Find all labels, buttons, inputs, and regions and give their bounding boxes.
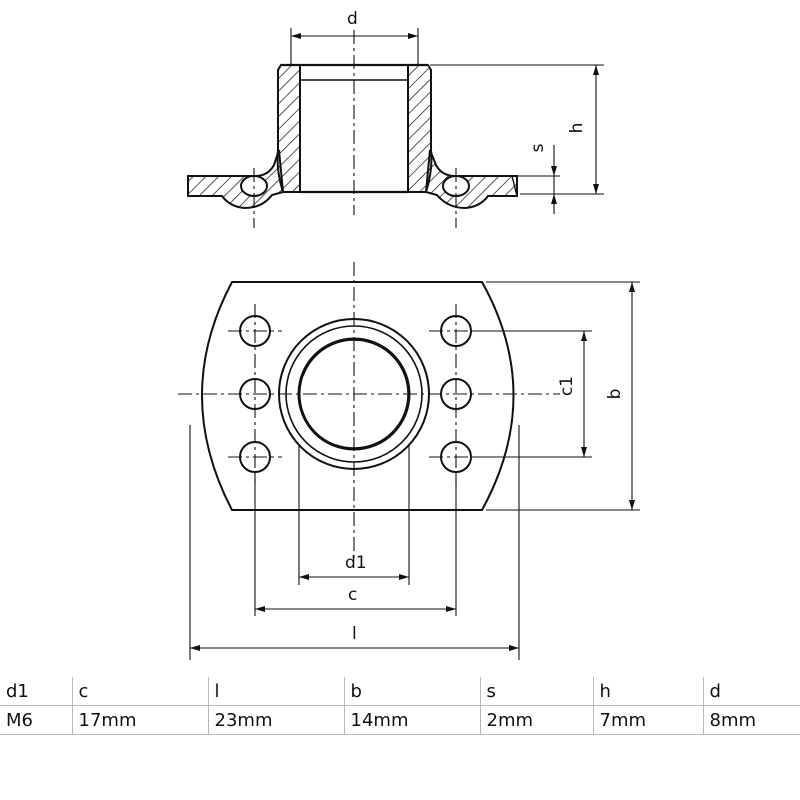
- label-d1: d1: [345, 553, 367, 573]
- value-d1: M6: [0, 705, 73, 735]
- top-centerlines: [178, 262, 560, 560]
- header-c: c: [71, 677, 209, 706]
- dimension-s: [518, 145, 560, 214]
- dimension-c: [254, 472, 457, 616]
- label-d: d: [347, 9, 358, 29]
- header-d: d: [702, 677, 800, 706]
- value-b: 14mm: [343, 705, 481, 735]
- left-flange-section: [187, 149, 285, 210]
- value-c: 17mm: [71, 705, 209, 735]
- top-view: [201, 281, 515, 511]
- header-l: l: [207, 677, 345, 706]
- dimension-b: [486, 281, 640, 511]
- header-d1: d1: [0, 677, 73, 706]
- label-h: h: [567, 123, 587, 134]
- label-l: l: [352, 624, 357, 644]
- value-h: 7mm: [592, 705, 704, 735]
- value-l: 23mm: [207, 705, 345, 735]
- header-h: h: [592, 677, 704, 706]
- thread-arc: [302, 339, 409, 449]
- right-flange-section: [424, 149, 518, 210]
- value-d: 8mm: [702, 705, 800, 735]
- technical-drawing: d h s: [178, 9, 640, 660]
- dimension-h: [430, 64, 604, 195]
- dimension-l: [189, 425, 520, 660]
- dimension-c1: [472, 330, 592, 458]
- label-s: s: [528, 143, 548, 152]
- side-section-view: [187, 63, 518, 210]
- label-c: c: [348, 585, 357, 605]
- spec-header-row: d1 c l b s h d: [0, 677, 800, 706]
- spec-value-row: M6 17mm 23mm 14mm 2mm 7mm 8mm: [0, 705, 800, 735]
- dimension-d: [290, 28, 419, 66]
- plate-outline: [201, 281, 515, 511]
- header-b: b: [343, 677, 481, 706]
- side-centerlines: [253, 30, 457, 228]
- label-b: b: [605, 389, 625, 400]
- value-s: 2mm: [479, 705, 594, 735]
- header-s: s: [479, 677, 594, 706]
- label-c1: c1: [557, 376, 577, 396]
- dimension-d1: [298, 445, 410, 585]
- spec-table: d1 c l b s h d M6 17mm 23mm 14mm 2mm 7mm…: [0, 677, 800, 735]
